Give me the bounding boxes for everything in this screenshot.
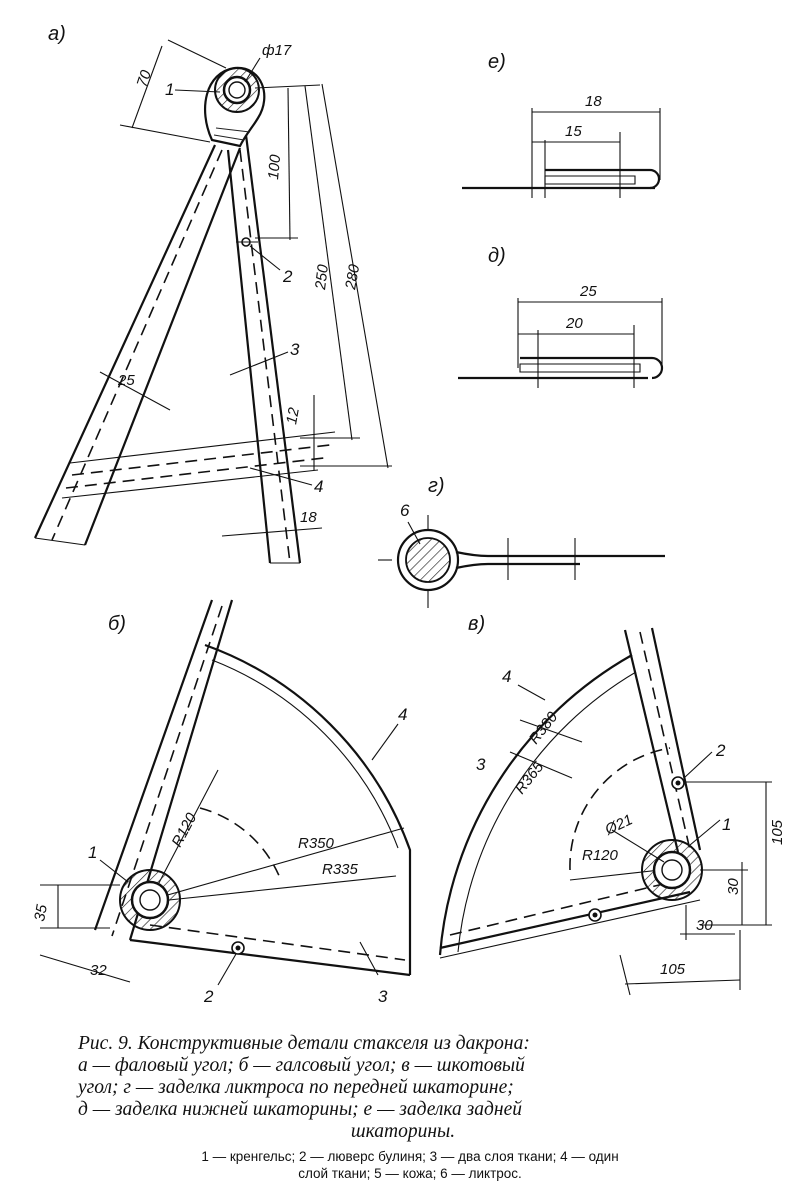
callout-a-4: 4: [314, 477, 323, 496]
dim-70: 70: [134, 67, 156, 89]
dim-18: 18: [300, 509, 317, 526]
dim-250: 250: [312, 263, 332, 292]
callout-v-1: 1: [722, 815, 731, 834]
panel-g: г) 6: [378, 475, 665, 608]
panel-b-label: б): [108, 613, 126, 635]
callout-b-1: 1: [88, 843, 97, 862]
dim-v-r120: R120: [582, 847, 619, 864]
caption-line-5: шкаторины.: [350, 1121, 456, 1142]
panel-e: е) 18 15: [462, 51, 661, 198]
panel-g-label: г): [428, 475, 445, 497]
callout-a-3: 3: [290, 340, 300, 359]
dim-280: 280: [342, 262, 363, 291]
dim-v-30-horizontal: 30: [696, 917, 713, 934]
dim-12: 12: [283, 406, 303, 426]
dim-100: 100: [265, 153, 284, 180]
dim-v-105-horizontal: 105: [660, 961, 686, 978]
callout-v-2: 2: [715, 741, 726, 760]
panel-d: д) 25 20: [458, 245, 664, 388]
callout-b-3: 3: [378, 987, 388, 1006]
panel-a: а) 70 ф17: [33, 23, 392, 564]
dim-v-30-vertical: 30: [725, 878, 742, 895]
legend-line-1: 1 — кренгельс; 2 — люверс булиня; 3 — дв…: [201, 1149, 619, 1164]
dim-v-d21: Ø21: [602, 811, 636, 839]
dim-b-r335: R335: [322, 861, 359, 878]
dim-d-25: 25: [579, 283, 597, 300]
dim-b-35: 35: [31, 903, 51, 923]
callout-a-2: 2: [282, 267, 293, 286]
figure-legend: 1 — кренгельс; 2 — люверс булиня; 3 — дв…: [105, 1148, 715, 1182]
panel-v-label: в): [468, 613, 485, 635]
dim-e-15: 15: [565, 123, 582, 140]
dim-b-r120: R120: [169, 810, 201, 850]
dim-v-105-vertical: 105: [769, 819, 786, 845]
panel-e-label: е): [488, 51, 506, 73]
panel-a-label: а): [48, 23, 66, 45]
legend-line-2: слой ткани; 5 — кожа; 6 — ликтрос.: [298, 1166, 522, 1181]
caption-line-3: угол; г — заделка ликтроса по передней ш…: [78, 1077, 514, 1098]
dim-d-20: 20: [565, 315, 583, 332]
callout-v-3: 3: [476, 755, 486, 774]
caption-line-1: Рис. 9. Конструктивные детали стакселя и…: [78, 1033, 530, 1054]
callout-v-4: 4: [502, 667, 511, 686]
dim-v-r380: R380: [526, 708, 562, 747]
callout-a-1: 1: [165, 80, 174, 99]
dim-b-32: 32: [90, 962, 107, 979]
callout-b-2: 2: [203, 987, 214, 1006]
dim-b-r350: R350: [298, 835, 335, 852]
panel-b: б) R120 R350 R335 35 32: [31, 599, 412, 1006]
figure-caption: Рис. 9. Конструктивные детали стакселя и…: [78, 1033, 728, 1143]
dim-phi17: ф17: [262, 42, 292, 59]
dim-e-18: 18: [585, 93, 602, 110]
caption-line-4: д — заделка нижней шкаторины; е — заделк…: [78, 1099, 522, 1120]
dim-25: 25: [117, 372, 135, 389]
callout-b-4: 4: [398, 705, 407, 724]
panel-v: в) R120 R380 R365 Ø21 105: [438, 613, 786, 996]
panel-d-label: д): [488, 245, 506, 267]
callout-g-6: 6: [400, 501, 410, 520]
dim-v-r365: R365: [512, 758, 548, 797]
caption-line-2: а — фаловый угол; б — галсовый угол; в —…: [78, 1055, 525, 1076]
